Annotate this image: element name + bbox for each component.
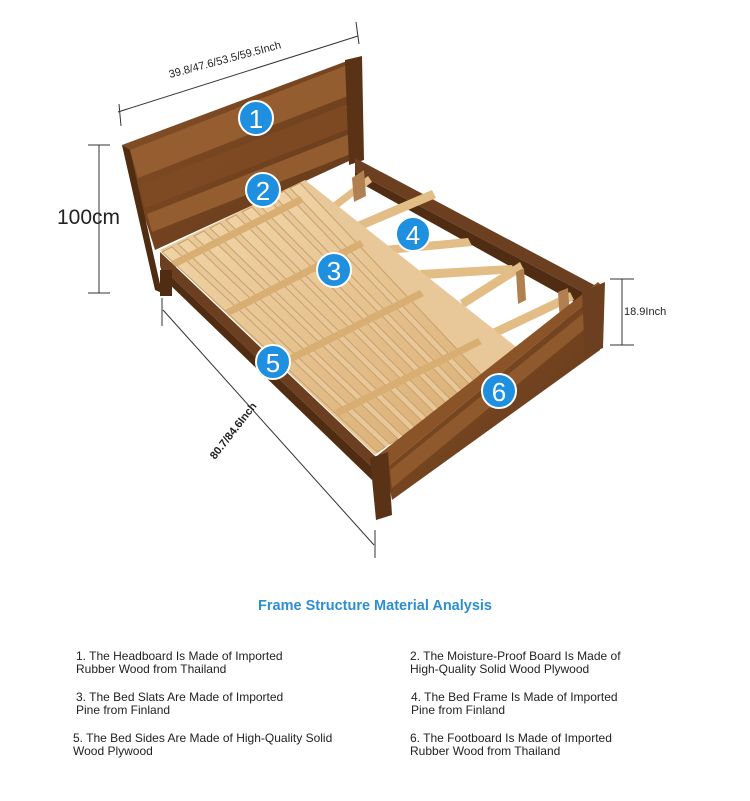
height-dimension: 100cm (57, 144, 120, 294)
note-1-line-1: 1. The Headboard Is Made of Imported (76, 649, 283, 663)
badge-3: 3 (316, 252, 352, 288)
note-1: 1. The Headboard Is Made of Imported Rub… (76, 650, 376, 675)
badge-2: 2 (245, 172, 281, 208)
badge-1-number: 1 (249, 104, 263, 134)
height-label: 100cm (57, 206, 120, 229)
note-4-line-2: Pine from Finland (411, 702, 506, 717)
note-6: 6. The Footboard Is Made of Imported Rub… (410, 732, 710, 757)
badge-3-number: 3 (327, 256, 341, 286)
note-6-line-2: Rubber Wood from Thailand (410, 743, 561, 758)
badge-2-number: 2 (256, 176, 270, 206)
footboard-height-dimension: 18.9Inch (610, 278, 666, 346)
note-1-line-2: Rubber Wood from Thailand (76, 661, 227, 676)
bed-frame-diagram: 39.8/47.6/53.5/59.5Inch 100cm 80.7/84.6I… (57, 21, 666, 558)
leg-back-left (160, 270, 172, 296)
badge-5-number: 5 (266, 348, 280, 378)
badge-4: 4 (395, 216, 431, 252)
badge-6-number: 6 (492, 377, 506, 407)
badge-4-number: 4 (406, 220, 420, 250)
note-3: 3. The Bed Slats Are Made of Imported Pi… (76, 691, 376, 716)
badge-6: 6 (481, 373, 517, 409)
note-4: 4. The Bed Frame Is Made of Imported Pin… (411, 691, 711, 716)
note-5-line-1: 5. The Bed Sides Are Made of High-Qualit… (73, 731, 333, 745)
support-beams (330, 170, 574, 338)
badge-1: 1 (238, 100, 274, 136)
section-title: Frame Structure Material Analysis (258, 598, 492, 614)
bed-illustration (122, 56, 605, 520)
note-5-line-2: Wood Plywood (73, 743, 153, 758)
note-6-line-1: 6. The Footboard Is Made of Imported (410, 731, 612, 745)
note-3-line-1: 3. The Bed Slats Are Made of Imported (76, 690, 284, 704)
length-label: 80.7/84.6Inch (208, 400, 260, 462)
width-label: 39.8/47.6/53.5/59.5Inch (168, 39, 283, 81)
note-2-line-2: High-Quality Solid Wood Plywood (410, 661, 590, 676)
badge-5: 5 (255, 344, 291, 380)
note-2-line-1: 2. The Moisture-Proof Board Is Made of (410, 649, 621, 663)
note-3-line-2: Pine from Finland (76, 702, 171, 717)
note-5: 5. The Bed Sides Are Made of High-Qualit… (73, 732, 373, 757)
note-4-line-1: 4. The Bed Frame Is Made of Imported (411, 690, 618, 704)
note-2: 2. The Moisture-Proof Board Is Made of H… (410, 650, 710, 675)
footboard-height-label: 18.9Inch (624, 306, 666, 318)
far-side-rail (355, 158, 600, 312)
